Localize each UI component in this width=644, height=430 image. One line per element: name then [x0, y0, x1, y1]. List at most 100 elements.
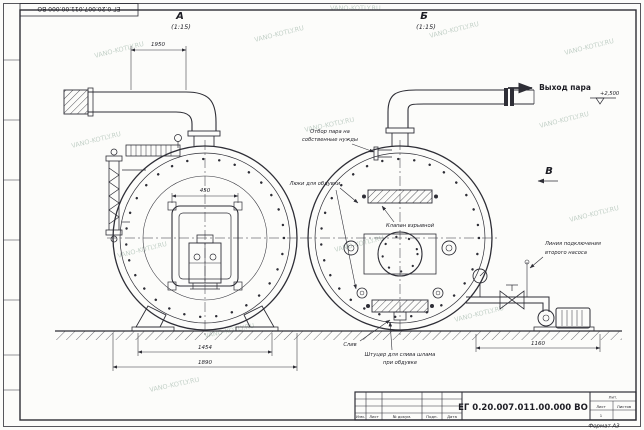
col-doc: № докум.: [393, 414, 412, 419]
steam-outlet-label: Выход пара: [539, 83, 591, 92]
feed-piping: [466, 268, 550, 312]
dim-450: 450: [200, 188, 211, 194]
wall-flange: [63, 89, 89, 115]
view-a: А (1:15) 1950: [63, 11, 303, 371]
ground-hatch: [55, 331, 622, 340]
col-izm: Изм.: [356, 414, 365, 419]
sheets-label: Листов: [617, 404, 632, 409]
outlet-flange: [510, 88, 514, 106]
nozzle-flange: [187, 130, 221, 137]
drain-fitting: [393, 311, 407, 321]
watermark-text: VANO-KOTLY.RU: [71, 130, 122, 150]
callout-sludge: Штуцер для слива шлама при обдувке: [365, 321, 436, 366]
manhole-bolts: [381, 235, 419, 273]
callout-blow-hatches: Люки для обдувки: [289, 181, 359, 290]
bottom-manhole: [366, 299, 434, 321]
boiler-shell-b: [307, 145, 493, 331]
col-list: Лист: [369, 414, 379, 419]
own-needs-label-2: собственные нужды: [302, 137, 358, 143]
explosion-valve-hatch: [362, 189, 438, 204]
supports-a: [131, 305, 279, 332]
own-needs-label-1: Отбор пара на: [310, 129, 350, 135]
dim-1950: 1950: [151, 42, 165, 48]
door-bolt: [167, 201, 177, 211]
gauge-valve-bottom: [110, 235, 118, 243]
watermark-text: VANO-KOTLY.RU: [117, 240, 168, 260]
outlet-flange: [504, 88, 508, 106]
col-date: Дата: [447, 414, 457, 419]
watermark-text: VANO-KOTLY.RU: [539, 110, 590, 130]
valve: [499, 290, 513, 310]
watermark-text: VANO-KOTLY.RU: [569, 204, 620, 224]
ground: [55, 330, 622, 340]
pump-base: [533, 326, 595, 332]
view-b: Б (1:15) Клапан взрывной: [289, 11, 620, 366]
bolt-ring: [124, 157, 286, 319]
view-a-label: А: [175, 11, 184, 22]
valve: [511, 290, 525, 310]
dimension-supports: 1454: [137, 333, 273, 356]
callout-second-pump: Линия подключения второго насоса: [524, 241, 601, 297]
watermark-text: VANO-KOTLY.RU: [429, 20, 480, 40]
pressure-gauge: [472, 268, 488, 284]
watermark-text: VANO-KOTLY.RU: [334, 234, 385, 254]
finned-manifold: [125, 144, 181, 157]
view-v-label: В: [545, 166, 553, 177]
lit-label: Лит.: [609, 395, 618, 400]
elevation-label: +2,500: [600, 91, 620, 97]
watermark-text: VANO-KOTLY.RU: [149, 376, 201, 394]
boiler-shell-a: [112, 145, 298, 331]
watermark-text: VANO-KOTLY.RU: [330, 4, 381, 12]
sludge-label-2: при обдувке: [383, 360, 417, 366]
door-bolt: [233, 281, 243, 291]
elevation-mark: [595, 97, 605, 105]
door-bolt: [233, 201, 243, 211]
view-a-scale: (1:15): [171, 23, 191, 31]
side-flanges: [343, 240, 457, 299]
pipe-instrument: [174, 134, 182, 142]
dimension-pipe-top: 1950: [130, 42, 187, 90]
second-pump-label-1: Линия подключения: [544, 241, 601, 247]
dim-1890: 1890: [198, 360, 212, 366]
second-pump-label-2: второго насоса: [545, 250, 587, 256]
bolt-ring: [319, 157, 481, 319]
dimension-diameter: 1890: [112, 333, 298, 371]
steam-outlet: Выход пара +2,500: [508, 82, 620, 105]
view-v-arrow: В: [537, 166, 558, 184]
title-block: Изм. Лист № докум. Подп. Дата ЕГ 0.20.00…: [354, 391, 637, 430]
sheet-value: 1: [600, 413, 603, 418]
view-b-label: Б: [420, 11, 428, 22]
gauge-spring: [108, 167, 120, 225]
callout-explosion-valve: Клапан взрывной: [381, 205, 435, 229]
pump-motor: [555, 307, 591, 329]
document-number: ЕГ 0.20.007.011.00.000 ВО: [458, 403, 588, 413]
blow-hatches-label: Люки для обдувки: [289, 181, 341, 187]
col-sign: Подп.: [426, 414, 438, 419]
format-label: Формат А3: [588, 424, 620, 430]
drain-label: Слив: [343, 342, 356, 348]
dim-1160: 1160: [531, 341, 545, 347]
steam-pipe-b: [373, 88, 535, 161]
drawing-frame: ЕГ 0.20.007.011.00.000 ВО: [3, 3, 641, 427]
dimension-pump: 1160: [475, 334, 601, 352]
dim-1454: 1454: [198, 345, 212, 351]
view-b-scale: (1:15): [416, 23, 436, 31]
corner-stamp-number: ЕГ 0.20.007.011.00.000 ВО: [37, 5, 120, 12]
branch-flange: [373, 146, 379, 161]
explosion-valve-label: Клапан взрывной: [386, 223, 435, 229]
pipe-flange: [87, 87, 94, 117]
sludge-label-1: Штуцер для слива шлама: [365, 352, 436, 358]
sheet-label: Лист: [596, 404, 606, 409]
dimension-door: 450: [171, 188, 239, 203]
pump-body: [537, 309, 555, 327]
door-bolt: [167, 281, 177, 291]
callout-drain: Слив: [343, 319, 391, 348]
pump-unit: [533, 307, 595, 332]
gauge-valve-top: [110, 148, 118, 156]
watermark-text: VANO-KOTLY.RU: [254, 24, 305, 44]
nozzle-flange: [385, 127, 415, 134]
steam-pipe-a: [63, 87, 221, 148]
watermark-text: VANO-KOTLY.RU: [564, 37, 615, 57]
central-manhole: [363, 231, 437, 277]
